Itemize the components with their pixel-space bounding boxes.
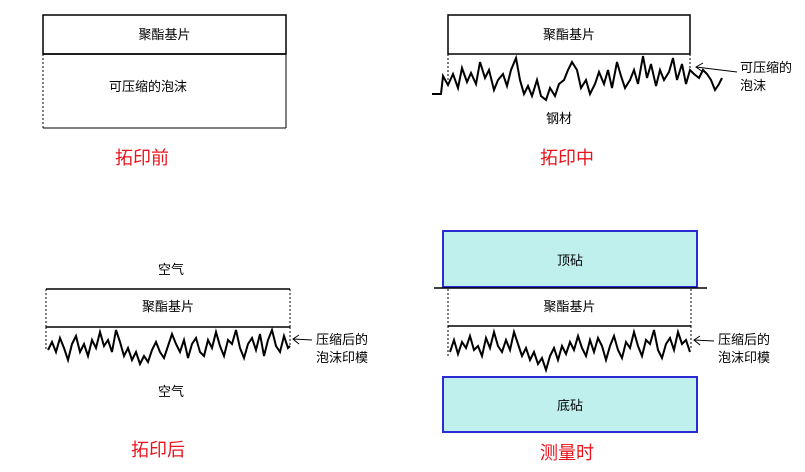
after-caption: 拓印后 — [131, 440, 185, 461]
after-film-label: 聚酯基片 — [141, 300, 194, 315]
during-foam-note-line2: 泡沫 — [740, 79, 767, 94]
bottom-anvil-label: 底砧 — [556, 399, 583, 414]
replica-arrow-head — [693, 335, 701, 346]
measure-caption: 测量时 — [540, 443, 594, 464]
top-anvil-block — [442, 230, 698, 288]
during-caption: 拓印中 — [540, 148, 594, 169]
replica-arrow-line — [693, 339, 715, 342]
foam-replica-surface — [47, 326, 291, 367]
measure-film-label: 聚酯基片 — [543, 300, 596, 315]
during-foam-note-line1: 可压缩的 — [740, 61, 793, 76]
bottom-anvil-block — [442, 376, 698, 433]
steel-rough-surface — [432, 54, 723, 102]
measure-replica-note-line1: 压缩后的 — [718, 333, 771, 348]
foam-replica-surface — [449, 328, 691, 374]
before-foam-label: 可压缩的泡沫 — [108, 80, 187, 95]
after-replica-note-line1: 压缩后的 — [316, 333, 369, 348]
before-caption: 拓印前 — [115, 148, 169, 169]
replica-arrow-head — [292, 334, 300, 345]
during-film-label: 聚酯基片 — [542, 28, 595, 43]
after-air-top-label: 空气 — [158, 263, 185, 278]
foam-arrow-line — [695, 66, 738, 73]
after-replica-note-line2: 泡沫印模 — [316, 351, 369, 366]
after-air-bottom-label: 空气 — [158, 385, 185, 400]
foam-arrow-head — [695, 62, 704, 73]
measure-replica-note-line2: 泡沫印模 — [718, 351, 771, 366]
polyester-film-box — [447, 14, 691, 55]
before-film-label: 聚酯基片 — [138, 28, 191, 43]
top-anvil-label: 顶砧 — [556, 254, 583, 269]
steel-label: 钢材 — [546, 112, 573, 127]
replica-arrow-line — [292, 338, 313, 341]
